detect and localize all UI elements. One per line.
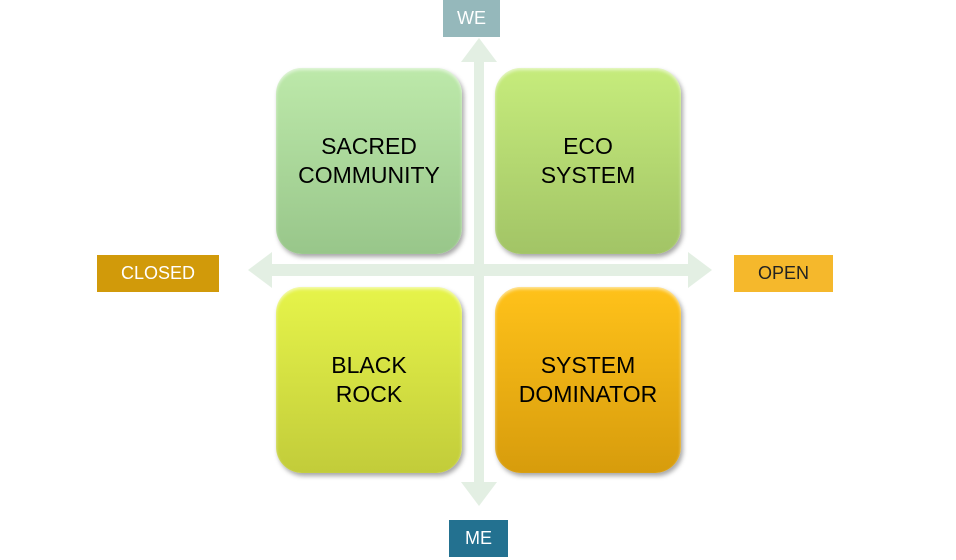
quadrant-eco-system: ECO SYSTEM [495,68,681,254]
horizontal-axis-arrow [248,252,712,288]
axis-label-we: WE [443,0,500,37]
axis-label-closed: CLOSED [97,255,219,292]
axis-label-me: ME [449,520,508,557]
axis-label-open: OPEN [734,255,833,292]
quadrant-black-rock: BLACK ROCK [276,287,462,473]
quadrant-system-dominator: SYSTEM DOMINATOR [495,287,681,473]
quadrant-sacred-community: SACRED COMMUNITY [276,68,462,254]
